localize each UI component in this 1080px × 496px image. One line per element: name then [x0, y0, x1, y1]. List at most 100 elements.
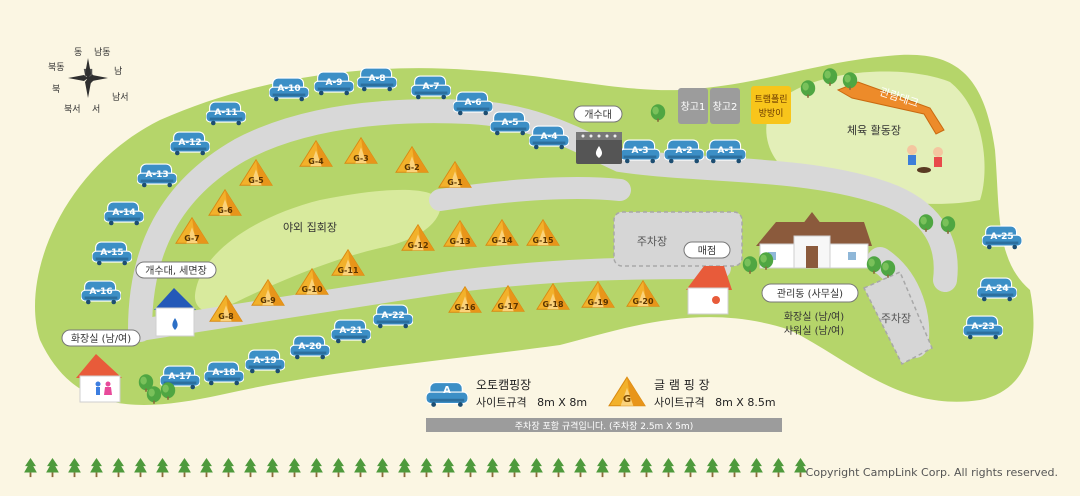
glamping-site-g-19[interactable]: G-19 — [581, 281, 615, 308]
glamping-site-g-3[interactable]: G-3 — [344, 137, 378, 164]
auto-site-a-20[interactable]: A-20 — [290, 335, 330, 360]
glamping-site-g-4[interactable]: G-4 — [299, 140, 333, 167]
glamping-site-g-12[interactable]: G-12 — [401, 224, 435, 251]
glamping-site-g-16[interactable]: G-16 — [448, 286, 482, 313]
auto-site-a-10[interactable]: A-10 — [269, 77, 309, 102]
pine-tree-icon — [486, 458, 499, 478]
glamping-site-label: G-18 — [542, 300, 563, 309]
auto-site-a-9[interactable]: A-9 — [314, 71, 354, 96]
auto-site-a-16[interactable]: A-16 — [81, 280, 121, 305]
store-building[interactable]: 매점 — [683, 241, 732, 315]
parking-right-lot[interactable] — [862, 271, 933, 366]
auto-site-a-21[interactable]: A-21 — [331, 319, 371, 344]
kids-playing-icon — [907, 145, 943, 173]
auto-site-label: A-5 — [502, 118, 519, 128]
glamping-site-g-1[interactable]: G-1 — [438, 161, 472, 188]
auto-site-a-22[interactable]: A-22 — [373, 304, 413, 329]
pine-tree-icon — [266, 458, 279, 478]
glamping-site-label: G-6 — [217, 206, 233, 215]
glamping-site-label: G-20 — [632, 297, 653, 306]
auto-site-label: A-22 — [381, 311, 404, 321]
copyright-text: Copyright CampLink Corp. All rights rese… — [806, 466, 1058, 479]
auto-site-a-3[interactable]: A-3 — [620, 139, 660, 164]
auto-site-label: A-23 — [971, 322, 994, 332]
pine-tree-icon — [310, 458, 323, 478]
auto-site-a-4[interactable]: A-4 — [529, 125, 569, 150]
trampoline[interactable]: 트램폴린 방방이 — [751, 86, 791, 124]
pine-tree-icon — [112, 458, 125, 478]
auto-site-label: A-13 — [145, 170, 168, 180]
glamping-site-g-15[interactable]: G-15 — [526, 219, 560, 246]
glamping-site-g-11[interactable]: G-11 — [331, 249, 365, 276]
storage-1-label: 창고1 — [681, 101, 706, 113]
glamping-site-label: G-3 — [353, 154, 368, 163]
restroom-building[interactable]: 화장실 (남/여) — [61, 329, 141, 403]
pine-tree-icon — [222, 458, 235, 478]
compass-southwest: 남서 — [112, 92, 129, 103]
pine-tree-icon — [442, 458, 455, 478]
glamping-site-label: G-1 — [447, 178, 463, 187]
legend-auto: A 오토캠핑장 사이트규격 8m X 8m — [426, 378, 587, 409]
glamping-site-g-7[interactable]: G-7 — [175, 217, 209, 244]
auto-site-a-1[interactable]: A-1 — [706, 139, 746, 164]
sports-area-label: 체육 활동장 — [847, 123, 901, 137]
bottom-tree-row — [24, 458, 807, 478]
auto-site-a-19[interactable]: A-19 — [245, 349, 285, 374]
glamping-site-g-8[interactable]: G-8 — [209, 295, 243, 322]
auto-site-a-24[interactable]: A-24 — [977, 277, 1017, 302]
auto-site-a-15[interactable]: A-15 — [92, 241, 132, 266]
glamping-site-label: G-16 — [454, 303, 475, 312]
auto-site-a-7[interactable]: A-7 — [411, 75, 451, 100]
pine-tree-icon — [178, 458, 191, 478]
auto-site-a-5[interactable]: A-5 — [490, 111, 530, 136]
legend-glamping-spec: 사이트규격 8m X 8.5m — [654, 396, 776, 409]
compass-east: 동 — [74, 47, 82, 58]
pine-tree-icon — [640, 458, 653, 478]
glamping-site-g-10[interactable]: G-10 — [295, 268, 329, 295]
glamping-site-g-2[interactable]: G-2 — [395, 146, 429, 173]
compass-south: 남 — [114, 66, 122, 77]
auto-site-a-11[interactable]: A-11 — [206, 101, 246, 126]
storage-2[interactable]: 창고2 — [710, 88, 740, 124]
washroom-building[interactable]: 개수대, 세면장 — [135, 261, 217, 337]
auto-site-label: A-16 — [89, 287, 112, 297]
pine-tree-icon — [728, 458, 741, 478]
auto-site-a-8[interactable]: A-8 — [357, 67, 397, 92]
pine-tree-icon — [68, 458, 81, 478]
glamping-site-g-14[interactable]: G-14 — [485, 219, 519, 246]
glamping-site-g-6[interactable]: G-6 — [208, 189, 242, 216]
pine-tree-icon — [662, 458, 675, 478]
glamping-site-label: G-15 — [532, 236, 553, 245]
pine-tree-icon — [288, 458, 301, 478]
auto-site-a-25[interactable]: A-25 — [982, 225, 1022, 250]
glamping-site-g-5[interactable]: G-5 — [239, 159, 273, 186]
pine-tree-icon — [376, 458, 389, 478]
glamping-site-label: G-13 — [449, 237, 470, 246]
legend-note-bar — [426, 418, 782, 432]
auto-site-a-12[interactable]: A-12 — [170, 131, 210, 156]
auto-site-a-6[interactable]: A-6 — [453, 91, 493, 116]
pine-tree-icon — [706, 458, 719, 478]
glamping-site-g-13[interactable]: G-13 — [443, 220, 477, 247]
pine-tree-icon — [464, 458, 477, 478]
auto-site-a-18[interactable]: A-18 — [204, 361, 244, 386]
pine-tree-icon — [596, 458, 609, 478]
gathering-label: 야외 집회장 — [283, 221, 337, 234]
glamping-site-g-17[interactable]: G-17 — [491, 285, 525, 312]
glamping-site-g-18[interactable]: G-18 — [536, 283, 570, 310]
compass-northeast: 북동 — [48, 62, 65, 73]
glamping-site-g-20[interactable]: G-20 — [626, 280, 660, 307]
auto-site-a-17[interactable]: A-17 — [160, 365, 200, 390]
glamping-site-label: G-5 — [248, 176, 264, 185]
pine-tree-icon — [332, 458, 345, 478]
glamping-site-g-9[interactable]: G-9 — [251, 279, 285, 306]
glamping-site-label: G-2 — [404, 163, 419, 172]
auto-site-a-14[interactable]: A-14 — [104, 201, 144, 226]
auto-site-a-2[interactable]: A-2 — [664, 139, 704, 164]
auto-site-a-13[interactable]: A-13 — [137, 163, 177, 188]
auto-site-a-23[interactable]: A-23 — [963, 315, 1003, 340]
storage-1[interactable]: 창고1 — [678, 88, 708, 124]
washing-station-top[interactable]: 개수대 — [573, 105, 623, 164]
